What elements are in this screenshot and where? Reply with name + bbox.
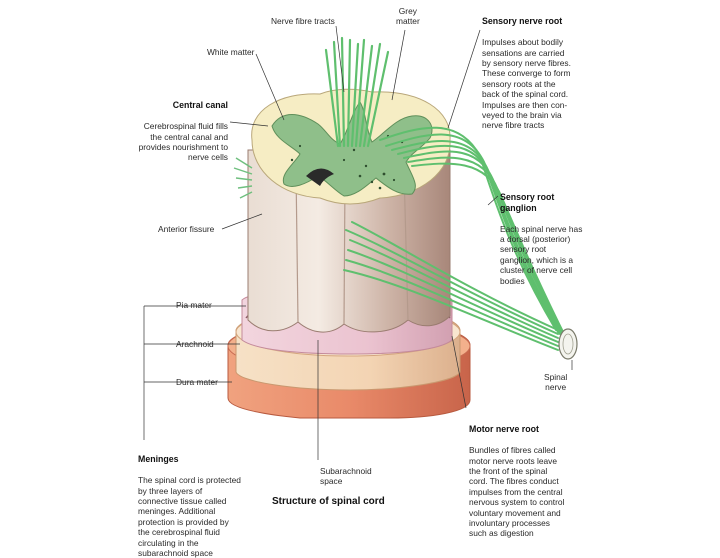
leader-lines xyxy=(143,25,573,460)
spinal-cord-diagram xyxy=(143,25,578,460)
label-dura-mater: Dura mater xyxy=(176,377,218,387)
label-subarachnoid-space: Subarachnoid space xyxy=(320,466,372,487)
label-central-canal: Central canal Cerebrospinal fluid fills … xyxy=(128,90,228,163)
motor-nerve-root xyxy=(343,221,559,351)
central-canal-title: Central canal xyxy=(172,100,228,111)
sensory-nerve-root-text: Impulses about bodily sensations are car… xyxy=(482,37,571,131)
diagram-caption: Structure of spinal cord xyxy=(272,496,385,507)
label-pia-mater: Pia mater xyxy=(176,300,212,310)
label-nerve-fibre-tracts: Nerve fibre tracts xyxy=(271,16,335,26)
label-arachnoid: Arachnoid xyxy=(176,339,214,349)
sensory-nerve-root-title: Sensory nerve root xyxy=(482,16,563,27)
grey-matter-section xyxy=(271,101,433,197)
spinal-nerve-end xyxy=(558,328,578,360)
meninges-text: The spinal cord is protected by three la… xyxy=(138,475,241,558)
label-sensory-root-ganglion: Sensory root ganglion Each spinal nerve … xyxy=(500,182,600,286)
motor-nerve-root-title: Motor nerve root xyxy=(469,424,539,435)
label-spinal-nerve: Spinal nerve xyxy=(544,372,568,393)
central-canal-text: Cerebrospinal fluid fills the central ca… xyxy=(138,121,228,163)
label-white-matter: White matter xyxy=(207,47,255,57)
label-anterior-fissure: Anterior fissure xyxy=(158,224,215,234)
motor-nerve-root-text: Bundles of fibres called motor nerve roo… xyxy=(469,445,565,539)
nerve-fibre-tracts xyxy=(324,36,390,148)
sensory-root-ganglion-text: Each spinal nerve has a dorsal (posterio… xyxy=(500,223,583,286)
label-grey-matter: Grey matter xyxy=(396,6,420,27)
sensory-nerve-root xyxy=(379,126,569,343)
label-motor-nerve-root: Motor nerve root Bundles of fibres calle… xyxy=(469,414,589,539)
meninges-title: Meninges xyxy=(138,454,179,465)
label-sensory-nerve-root: Sensory nerve root Impulses about bodily… xyxy=(482,6,592,131)
label-meninges: Meninges The spinal cord is protected by… xyxy=(138,444,263,558)
sensory-root-ganglion-title: Sensory root ganglion xyxy=(500,192,555,213)
left-nerve-roots xyxy=(233,157,253,199)
